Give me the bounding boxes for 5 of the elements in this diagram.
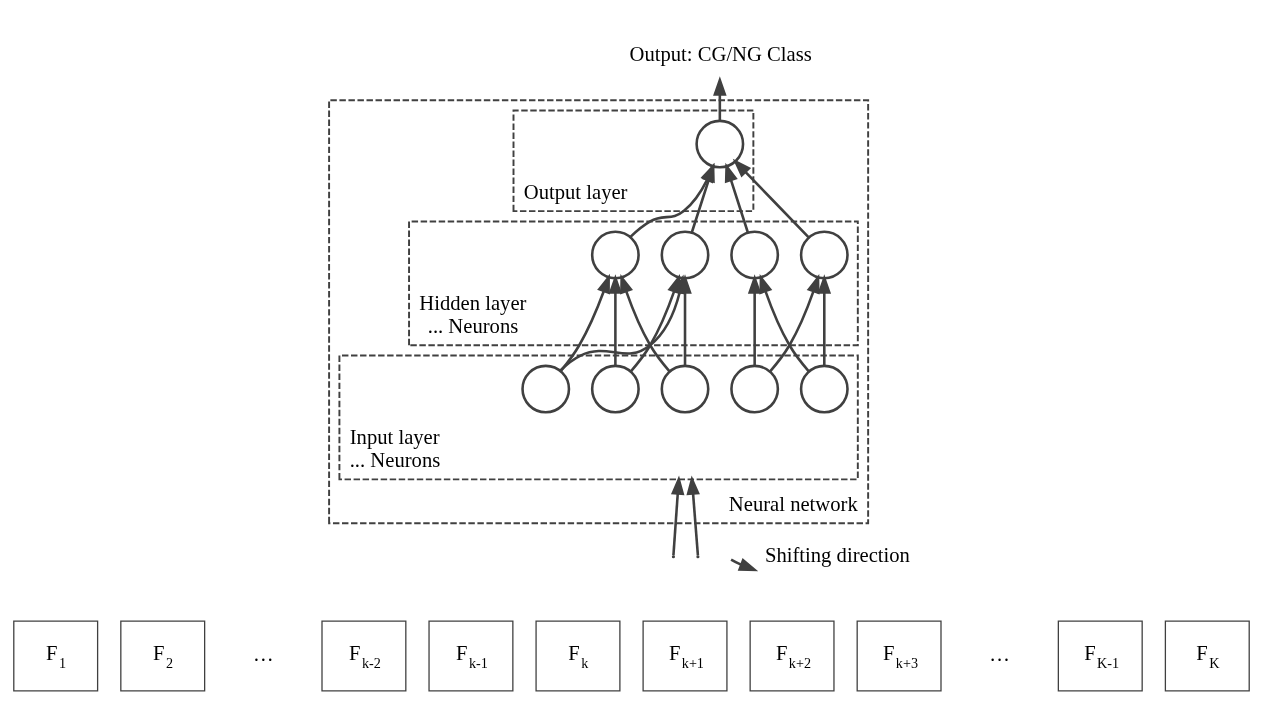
node-text: Output: CG/NG Class: [629, 43, 812, 66]
label: …: [253, 642, 274, 665]
node-label: Neural network: [728, 493, 858, 516]
label: Shifting direction: [764, 543, 910, 566]
label: …: [989, 642, 1010, 665]
